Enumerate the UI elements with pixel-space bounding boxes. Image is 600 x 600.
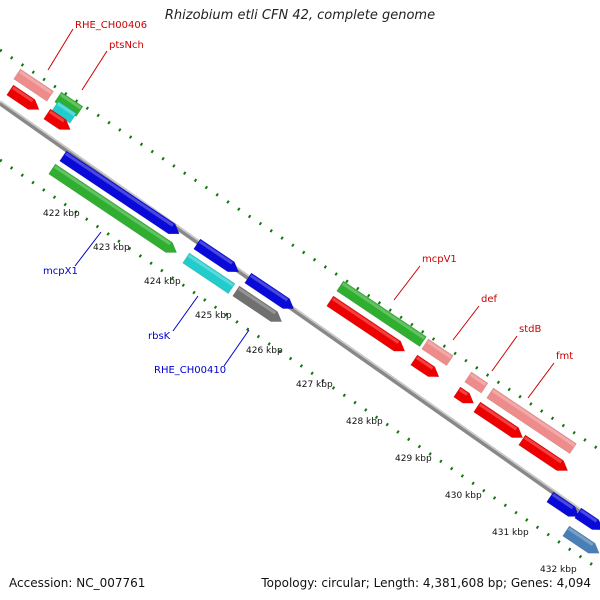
gene-label-fmt[interactable]: fmt (556, 351, 573, 362)
label-leader-line (393, 265, 421, 301)
gene-rhe-ch00406-box (13, 68, 54, 102)
gene-mcpv1-box (336, 280, 427, 347)
gene-green-long-arrow (48, 163, 177, 253)
label-leader-line (47, 28, 74, 71)
outer-dotted-guide (0, 48, 600, 452)
kbp-tick-label: 431 kbp (492, 528, 529, 538)
kbp-tick-label: 425 kbp (195, 311, 232, 321)
gene-label-rbsk[interactable]: rbsK (148, 331, 171, 342)
gene-red-arrow-7 (518, 434, 569, 471)
genome-backbone (0, 100, 600, 528)
gene-label-rhe_ch00410[interactable]: RHE_CH00410 (154, 365, 226, 376)
label-leader-line (452, 305, 480, 341)
label-leader-line (81, 50, 108, 91)
gene-label-rhe_ch00406[interactable]: RHE_CH00406 (75, 20, 147, 31)
gene-red-arrow-4 (410, 354, 440, 377)
gene-red-arrow-5 (453, 386, 474, 404)
gene-labels: RHE_CH00406 ptsNch mcpV1 def stdB fmt mcpX1 rbs… (43, 20, 573, 399)
gene-rbsk-arrow (193, 238, 239, 273)
gene-steel-arrow (562, 525, 600, 554)
gene-def-box (421, 338, 454, 367)
kbp-tick-label: 428 kbp (346, 417, 383, 427)
genome-title: Rhizobium etli CFN 42, complete genome (164, 8, 436, 23)
kbp-tick-label: 432 kbp (540, 565, 577, 575)
label-leader-line (223, 329, 250, 367)
gene-cyan-small-box (51, 100, 77, 124)
kbp-tick-label: 422 kbp (43, 209, 80, 219)
gene-blue-arrow-a (546, 491, 580, 517)
gene-rhe-ch00410-arrow (244, 272, 295, 309)
gene-features (6, 68, 600, 554)
gene-blue-arrow-b (574, 507, 600, 530)
genome-summary-text: Topology: circular; Length: 4,381,608 bp… (261, 576, 591, 590)
kbp-tick-label: 429 kbp (395, 454, 432, 464)
gene-fmt-box (486, 387, 577, 454)
kbp-tick-label: 430 kbp (445, 491, 482, 501)
gene-label-def[interactable]: def (481, 294, 498, 305)
kbp-tick-label: 424 kbp (144, 277, 181, 287)
label-leader-line (172, 295, 199, 332)
gene-red-arrow-2 (43, 108, 71, 130)
kbp-tick-labels: 422 kbp 423 kbp 424 kbp 425 kbp 426 kbp 427 k… (43, 209, 577, 575)
gene-cyan-box (182, 252, 236, 294)
label-leader-line (527, 362, 555, 399)
gene-red-arrow-3 (326, 295, 406, 352)
gene-label-ptsnch[interactable]: ptsNch (109, 40, 144, 51)
gene-gray-arrow (232, 285, 283, 322)
gene-label-stdb[interactable]: stdB (519, 324, 541, 335)
gene-mcpx1-arrow (59, 150, 180, 235)
gene-red-arrow-6 (473, 401, 524, 438)
accession-text: Accession: NC_007761 (9, 576, 146, 590)
label-leader-line (74, 231, 102, 267)
kbp-tick-label: 423 kbp (93, 243, 130, 253)
kbp-tick-label: 427 kbp (296, 380, 333, 390)
kbp-tick-label: 426 kbp (246, 346, 283, 356)
genome-backbone-highlight (0, 100, 600, 524)
gene-label-mcpv1[interactable]: mcpV1 (422, 254, 457, 265)
gene-label-mcpx1[interactable]: mcpX1 (43, 266, 78, 277)
gene-ptsnch-box (54, 91, 84, 117)
inner-dotted-guide (0, 158, 600, 572)
gene-stdb-box (464, 371, 489, 394)
label-leader-line (491, 335, 518, 372)
gene-red-arrow-1 (6, 84, 40, 110)
